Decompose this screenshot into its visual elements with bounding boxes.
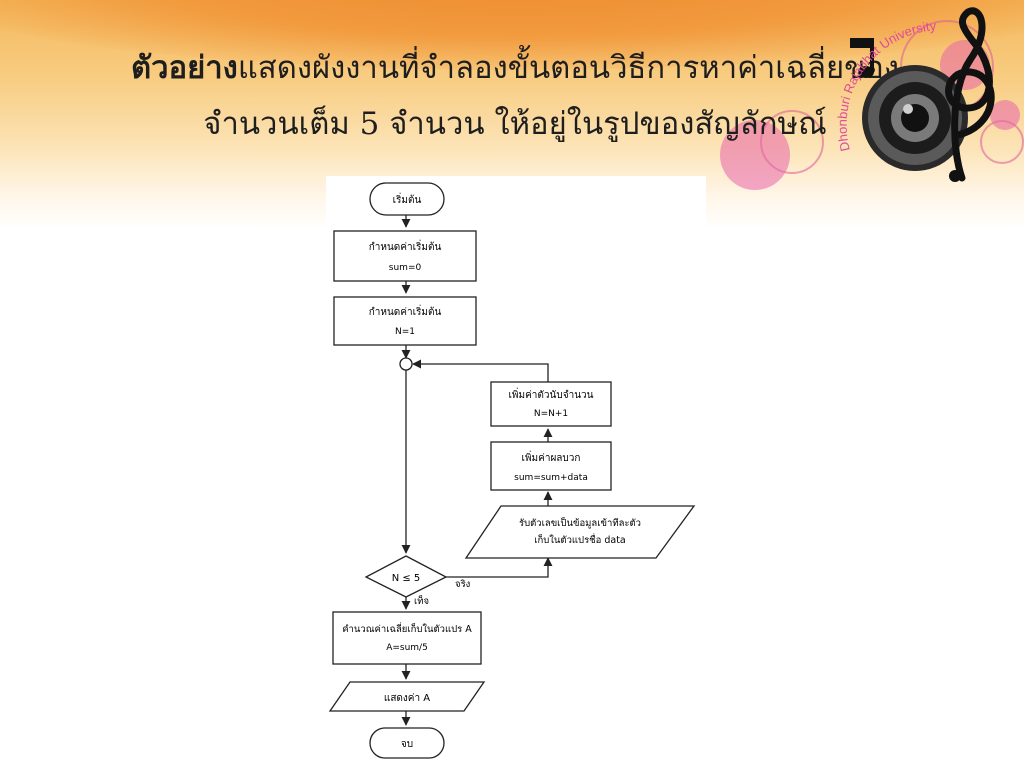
title-line-1: ตัวอย่างแสดงผังงานที่จำลองขั้นตอนวิธีการ… <box>40 40 990 96</box>
loop-connector <box>399 357 413 371</box>
init-sum-line2: sum=0 <box>389 263 422 273</box>
init-sum-line1: กำหนดค่าเริ่มต้น <box>369 239 442 253</box>
speaker-icon <box>862 65 968 171</box>
loop-decision: N ≤ 5 <box>364 555 448 598</box>
read-data-input: รับตัวเลขเป็นข้อมูลเข้าทีละตัว เก็บในตัว… <box>464 505 696 559</box>
output-label: แสดงค่า A <box>384 693 430 704</box>
title-line-2: จำนวนเต็ม 5 จำนวน ให้อยู่ในรูปของสัญลักษ… <box>203 106 827 142</box>
title-lead: ตัวอย่าง <box>130 50 238 86</box>
flowchart: เริ่มต้น กำหนดค่าเริ่มต้น sum=0 กำหนดค่า… <box>326 176 706 766</box>
title-line-1-text: แสดงผังงานที่จำลองขั้นตอนวิธีการหาค่าเฉล… <box>237 50 900 86</box>
compute-average-line1: คำนวณค่าเฉลี่ยเก็บในตัวแปร A <box>342 622 472 635</box>
add-sum-line2: sum=sum+data <box>514 473 588 483</box>
decision-true-label: จริง <box>455 579 470 590</box>
read-data-line1: รับตัวเลขเป็นข้อมูลเข้าทีละตัว <box>519 516 641 529</box>
init-n-line1: กำหนดค่าเริ่มต้น <box>369 304 442 318</box>
start-label: เริ่มต้น <box>393 192 422 206</box>
init-sum-process: กำหนดค่าเริ่มต้น sum=0 <box>333 230 477 282</box>
decision-false-label: เท็จ <box>414 594 429 607</box>
decor-dot <box>990 100 1020 130</box>
music-note-icon <box>850 38 874 78</box>
increment-counter-process: เพิ่มค่าตัวนับจำนวน N=N+1 <box>490 381 612 427</box>
increment-counter-line1: เพิ่มค่าตัวนับจำนวน <box>509 387 594 401</box>
increment-counter-line2: N=N+1 <box>534 409 568 419</box>
slide-title: ตัวอย่างแสดงผังงานที่จำลองขั้นตอนวิธีการ… <box>40 40 990 152</box>
compute-average-process: คำนวณค่าเฉลี่ยเก็บในตัวแปร A A=sum/5 <box>332 611 482 665</box>
read-data-line2: เก็บในตัวแปรชื่อ data <box>534 533 626 546</box>
true-branch-arrow <box>446 557 553 578</box>
compute-average-line2: A=sum/5 <box>386 643 428 653</box>
loop-back-arrow <box>412 359 549 382</box>
end-label: จบ <box>401 739 413 750</box>
add-sum-process: เพิ่มค่าผลบวก sum=sum+data <box>490 441 612 491</box>
end-terminal: จบ <box>369 727 445 759</box>
add-sum-line1: เพิ่มค่าผลบวก <box>522 450 581 464</box>
treble-clef-icon <box>945 7 995 182</box>
corner-decoration: Dhonburi Rajabhat University <box>835 7 995 182</box>
decor-dot <box>720 120 790 190</box>
init-n-process: กำหนดค่าเริ่มต้น N=1 <box>333 296 477 346</box>
start-terminal: เริ่มต้น <box>369 182 445 216</box>
decision-label: N ≤ 5 <box>392 573 421 584</box>
init-n-line2: N=1 <box>395 327 415 337</box>
output-io: แสดงค่า A <box>328 681 486 712</box>
